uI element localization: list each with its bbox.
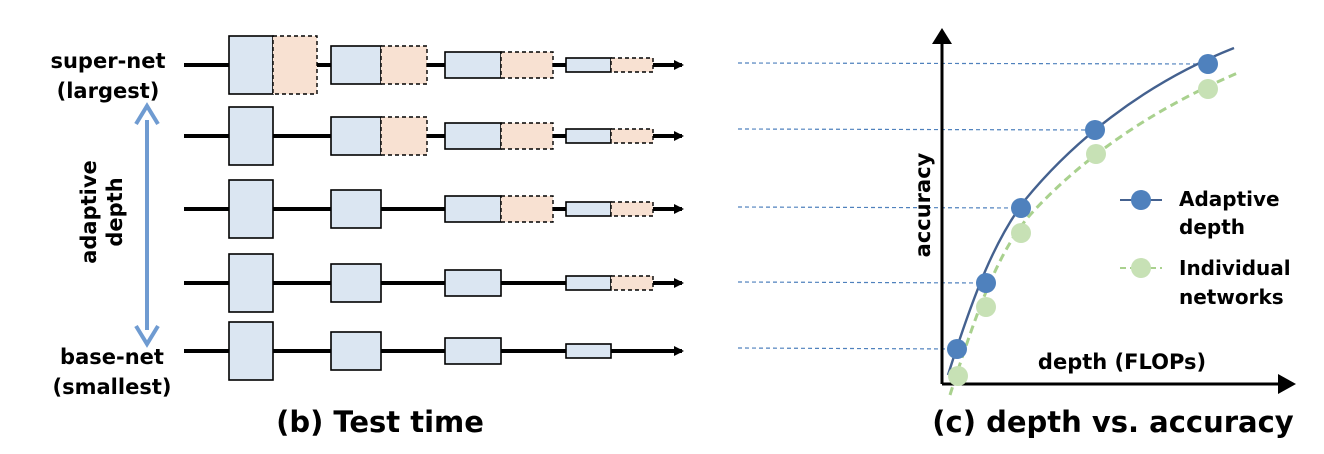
legend-individual-marker (1131, 258, 1151, 278)
adaptive-depth-point (976, 273, 996, 293)
legend-adaptive-marker (1131, 190, 1151, 210)
layer-block (228, 35, 274, 95)
extra-layer-block (610, 128, 654, 144)
panel-b-caption: (b) Test time (276, 405, 484, 439)
extra-layer-block (610, 275, 654, 291)
legend-adaptive: Adaptive depth (1120, 187, 1280, 239)
network-row (184, 321, 684, 381)
layer-block (228, 106, 274, 166)
extra-layer-block (380, 116, 428, 156)
y-axis-label: accuracy (911, 152, 935, 257)
extra-layer-block (610, 201, 654, 217)
x-axis-label: depth (FLOPs) (1038, 350, 1206, 374)
individual-network-point (1011, 223, 1031, 243)
super-net-label: super-net (50, 49, 165, 73)
guide-line (737, 128, 1096, 131)
axes (932, 28, 1296, 394)
individual-network-point (948, 366, 968, 386)
layer-block (228, 321, 274, 381)
layer-block (565, 275, 612, 291)
legend-individual-label-2: networks (1179, 285, 1284, 309)
adaptive-label: adaptive (77, 160, 101, 264)
legend-individual-label-1: Individual (1179, 256, 1291, 280)
adaptive-depth-point (947, 339, 967, 359)
layer-block (228, 253, 274, 313)
layer-block (228, 179, 274, 239)
adaptive-depth-curve (946, 46, 1235, 376)
layer-block (330, 116, 382, 156)
extra-layer-block (610, 57, 654, 73)
network-rows (184, 35, 684, 381)
adaptive-depth-point (1198, 54, 1218, 74)
legend: Adaptive depth Individual networks (1120, 187, 1291, 309)
layer-block (444, 337, 502, 365)
guide-line (737, 347, 958, 350)
layer-block (444, 269, 502, 297)
adaptive-depth-arrow (134, 102, 160, 348)
individual-network-point (976, 297, 996, 317)
guide-line (737, 206, 1022, 209)
extra-layer-block (500, 51, 554, 79)
guide-line (737, 62, 1209, 65)
adaptive-depth-point (1085, 120, 1105, 140)
super-net-sublabel: (largest) (57, 79, 160, 103)
layer-block (444, 51, 502, 79)
individual-network-point (1198, 79, 1218, 99)
guide-lines (737, 62, 1209, 350)
extra-layer-block (380, 45, 428, 85)
extra-layer-block (272, 35, 318, 95)
layer-block (565, 128, 612, 144)
layer-block (565, 57, 612, 73)
layer-block (444, 122, 502, 150)
legend-individual: Individual networks (1120, 256, 1291, 309)
base-net-sublabel: (smallest) (53, 375, 172, 399)
network-row (184, 253, 684, 313)
extra-layer-block (500, 195, 554, 223)
network-row (184, 179, 684, 239)
layer-block (330, 45, 382, 85)
guide-line (737, 281, 987, 284)
curves (946, 46, 1241, 396)
extra-layer-block (500, 122, 554, 150)
legend-adaptive-label-1: Adaptive (1179, 187, 1280, 211)
layer-block (565, 343, 612, 359)
layer-block (330, 263, 382, 303)
panel-c-caption: (c) depth vs. accuracy (932, 405, 1294, 439)
individual-networks-curve (948, 70, 1241, 396)
layer-block (444, 195, 502, 223)
adaptive-depth-point (1011, 198, 1031, 218)
legend-adaptive-label-2: depth (1179, 215, 1245, 239)
layer-block (565, 201, 612, 217)
network-row (184, 106, 684, 166)
base-net-label: base-net (60, 345, 164, 369)
layer-block (330, 331, 382, 371)
layer-block (330, 189, 382, 229)
depth-label: depth (103, 177, 127, 246)
individual-network-point (1086, 144, 1106, 164)
network-row (184, 35, 684, 95)
